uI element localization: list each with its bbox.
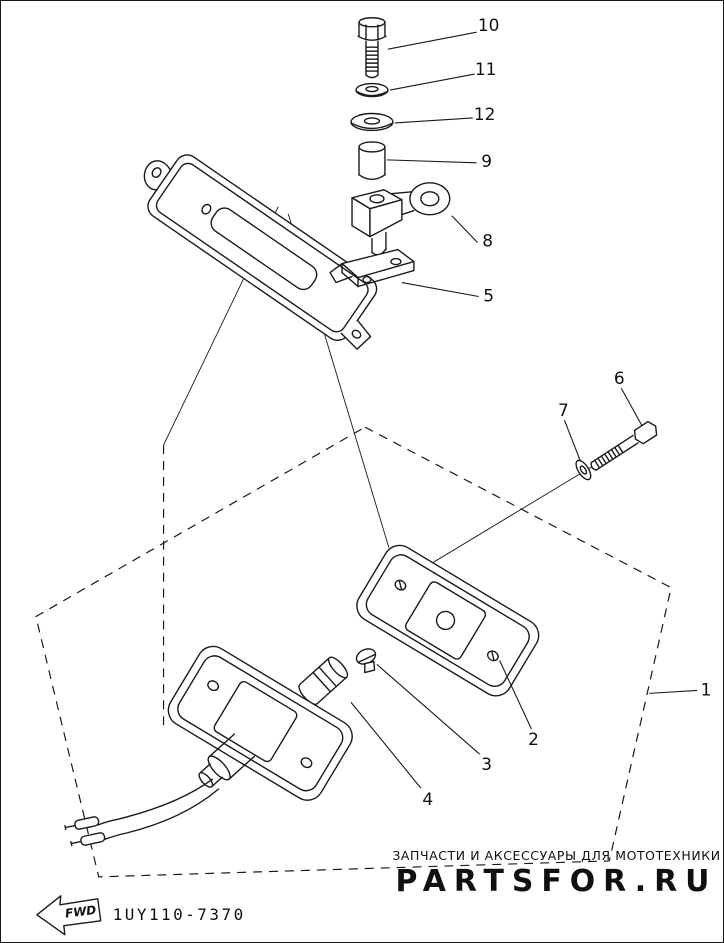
callout-9: 9: [386, 151, 492, 171]
callout-11: 11: [389, 59, 497, 91]
washer-part-12: [350, 112, 394, 132]
callout-10: 10: [387, 15, 500, 50]
arm-part-8: [351, 182, 451, 256]
flasher-housing-part-4: [167, 645, 353, 801]
wire-2: [102, 788, 220, 841]
washer-part-7: [575, 459, 592, 481]
bulb-part-3: [355, 648, 377, 674]
fwd-label: FWD: [64, 903, 97, 921]
callout-8-label: 8: [482, 231, 493, 251]
callout-10-label: 10: [478, 15, 500, 35]
fwd-arrow-outline: [36, 895, 102, 936]
watermark-site: PARTSFOR.RU: [396, 864, 718, 899]
collar-part-9: [358, 141, 386, 181]
callout-11-label: 11: [475, 59, 497, 79]
bolt-part-10: [357, 17, 387, 79]
callout-7-label: 7: [558, 400, 569, 420]
callout-5-label: 5: [483, 285, 494, 305]
callout-12-label: 12: [474, 104, 496, 124]
callout-1-label: 1: [701, 679, 712, 699]
callout-3-label: 3: [481, 754, 492, 774]
callout-4: 4: [350, 702, 433, 809]
washer-part-11: [355, 82, 389, 98]
fwd-arrow: FWD: [36, 895, 102, 936]
callout-8: 8: [451, 215, 493, 251]
stay-part-5: [329, 248, 415, 288]
wire-connector-2: [70, 832, 106, 847]
bolt-part-6: [590, 420, 658, 471]
callout-9-label: 9: [481, 151, 492, 171]
watermark-tagline: ЗАПЧАСТИ И АКСЕССУАРЫ ДЛЯ МОТОТЕХНИКИ: [392, 848, 720, 863]
diagram-code: 1UY110-7370: [113, 905, 246, 924]
callout-12: 12: [394, 104, 496, 124]
callout-7: 7: [558, 400, 581, 462]
dashed-assembly-outline: [35, 426, 672, 878]
callout-4-label: 4: [422, 789, 433, 809]
callout-2: 2: [499, 660, 539, 749]
callout-1: 1: [649, 679, 711, 699]
flasher-lens-part-2: [356, 544, 540, 697]
callout-6-label: 6: [614, 368, 625, 388]
callout-5: 5: [401, 281, 494, 305]
mount-stem: [198, 733, 256, 788]
mounting-bracket: [143, 154, 378, 350]
callout-2-label: 2: [528, 729, 539, 749]
callout-3: 3: [376, 664, 492, 774]
wire-1: [97, 778, 214, 826]
wire-connector-1: [64, 816, 100, 831]
callout-6: 6: [614, 368, 643, 427]
